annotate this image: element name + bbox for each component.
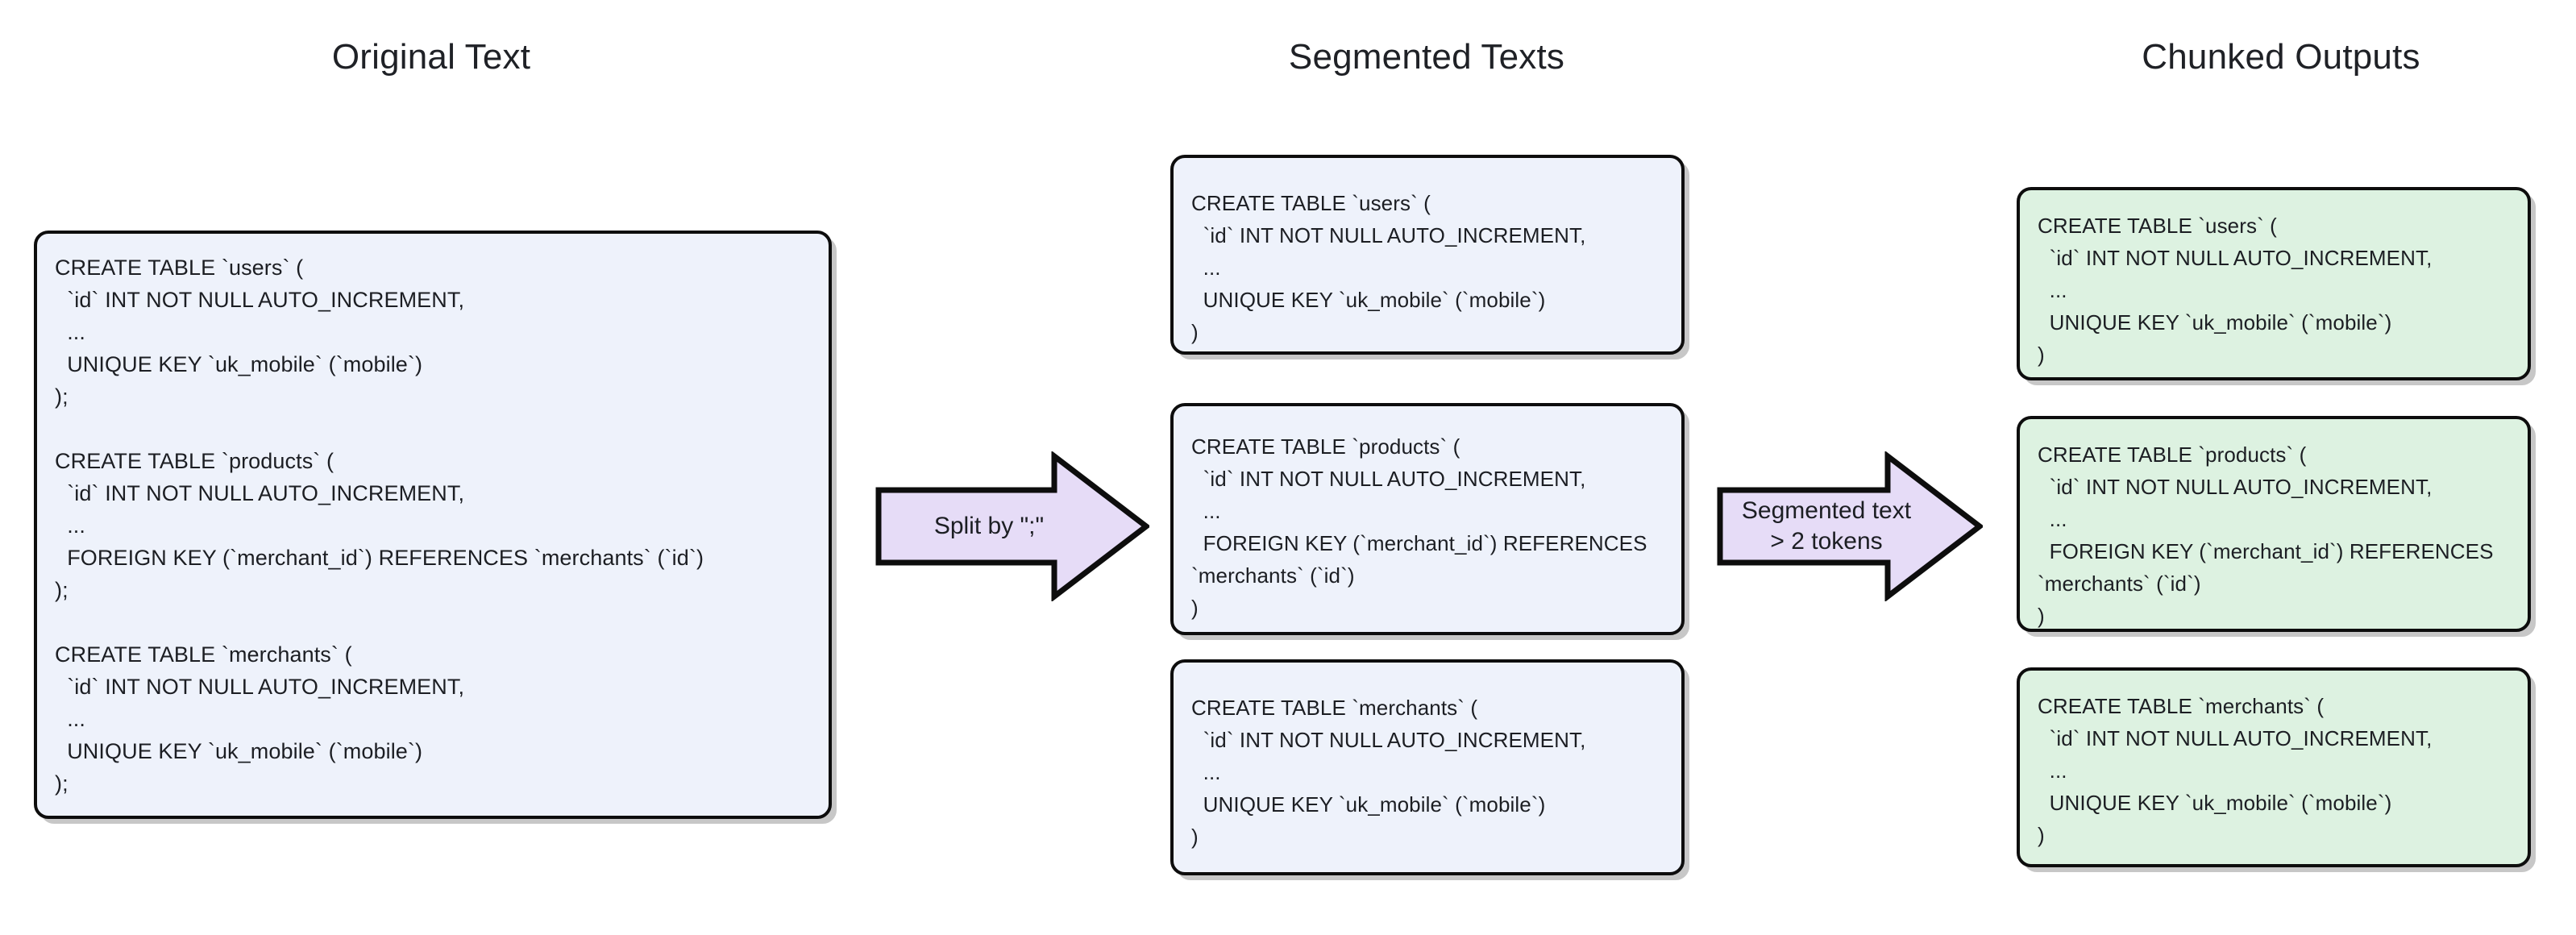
segmented-text-code: CREATE TABLE `merchants` ( `id` INT NOT … — [1191, 696, 1586, 849]
split-arrow: Split by ";" — [875, 451, 1149, 601]
segmented-text-card: CREATE TABLE `products` ( `id` INT NOT N… — [1170, 403, 1685, 635]
chunked-output-code: CREATE TABLE `products` ( `id` INT NOT N… — [2038, 443, 2494, 628]
chunked-output-code: CREATE TABLE `users` ( `id` INT NOT NULL… — [2038, 214, 2433, 367]
arrow-right-icon — [875, 451, 1149, 601]
chunked-output-code: CREATE TABLE `merchants` ( `id` INT NOT … — [2038, 694, 2433, 847]
token-filter-arrow: Segmented text > 2 tokens — [1717, 451, 1983, 601]
segmented-text-card: CREATE TABLE `merchants` ( `id` INT NOT … — [1170, 659, 1685, 875]
column-title-segmented-texts: Segmented Texts — [1288, 37, 1565, 77]
original-text-code: CREATE TABLE `users` ( `id` INT NOT NULL… — [55, 256, 704, 796]
segmented-text-card: CREATE TABLE `users` ( `id` INT NOT NULL… — [1170, 155, 1685, 355]
column-title-chunked-outputs: Chunked Outputs — [2142, 37, 2420, 77]
chunked-output-card: CREATE TABLE `products` ( `id` INT NOT N… — [2017, 416, 2531, 632]
segmented-text-code: CREATE TABLE `products` ( `id` INT NOT N… — [1191, 434, 1647, 620]
chunked-output-card: CREATE TABLE `merchants` ( `id` INT NOT … — [2017, 667, 2531, 867]
column-title-original-text: Original Text — [331, 37, 531, 77]
segmented-text-code: CREATE TABLE `users` ( `id` INT NOT NULL… — [1191, 191, 1586, 344]
chunked-output-card: CREATE TABLE `users` ( `id` INT NOT NULL… — [2017, 187, 2531, 380]
original-text-card: CREATE TABLE `users` ( `id` INT NOT NULL… — [34, 231, 832, 819]
arrow-right-icon — [1717, 451, 1983, 601]
